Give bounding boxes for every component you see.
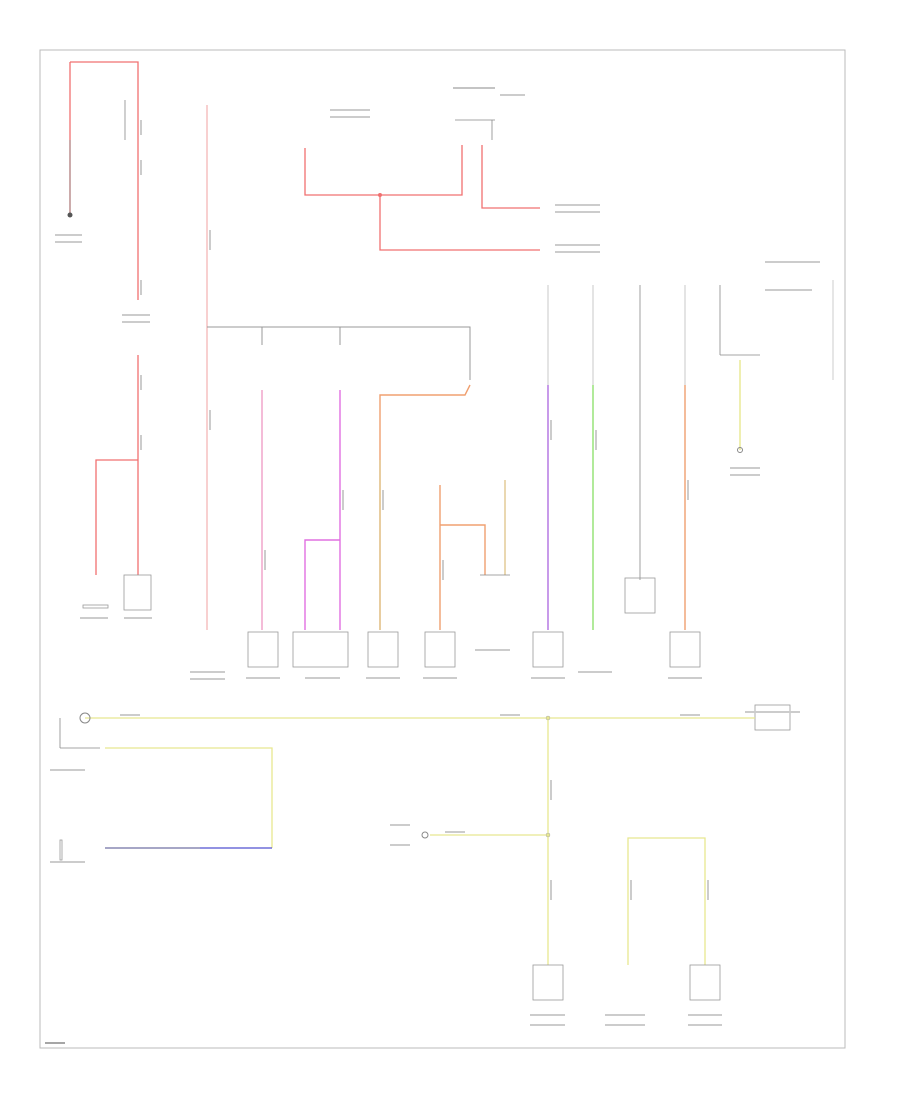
yellow-wire-2 [105, 747, 273, 848]
bottom-module-right [689, 964, 721, 1001]
orange3-module-box [669, 631, 701, 668]
fuse-bus-branch [207, 326, 471, 380]
bottom-boxes-group [59, 839, 721, 1001]
sensor-ground-icon [737, 447, 743, 453]
starter-box [82, 604, 109, 609]
power-feed-group [69, 61, 139, 575]
upper-feed-wire-b [379, 195, 540, 251]
generator-box [123, 574, 152, 611]
orange2-module-box [424, 631, 456, 668]
ground-icon [67, 212, 73, 218]
right-connector-box [754, 704, 791, 731]
yellow-splice-dot [545, 715, 551, 721]
branch-wires-group [261, 285, 760, 630]
bottom-module-left [532, 964, 564, 1001]
signal-wires-group [59, 717, 755, 965]
diagram-frame [39, 49, 846, 1049]
violet-module-box [532, 631, 564, 668]
splice-dot-icon [378, 193, 382, 197]
yellow-wire-3 [627, 837, 706, 965]
upper-feed-group [304, 120, 540, 251]
orange-wire-c [440, 524, 486, 575]
component-boxes-group [82, 574, 791, 731]
battery-wire [70, 61, 139, 300]
bottom-module-sensor [59, 839, 63, 861]
pin-icon [421, 831, 429, 839]
starter-feed-wire [95, 459, 138, 575]
magenta-module-box [292, 631, 349, 668]
wire-code-marks-group [120, 120, 709, 900]
fuse-bus-group [206, 105, 471, 630]
upper-feed-wire-c [481, 145, 540, 209]
connector-icon [79, 712, 91, 724]
upper-feed-wire-a [304, 145, 463, 196]
pink-module-box [247, 631, 279, 668]
orange-module-box [367, 631, 399, 668]
magenta-loop-wire [304, 539, 340, 630]
orange-wire-a [379, 384, 471, 630]
white-module-box [624, 577, 656, 614]
yellow-splice-dot-2 [545, 832, 551, 838]
label-marks-group [50, 94, 820, 1026]
